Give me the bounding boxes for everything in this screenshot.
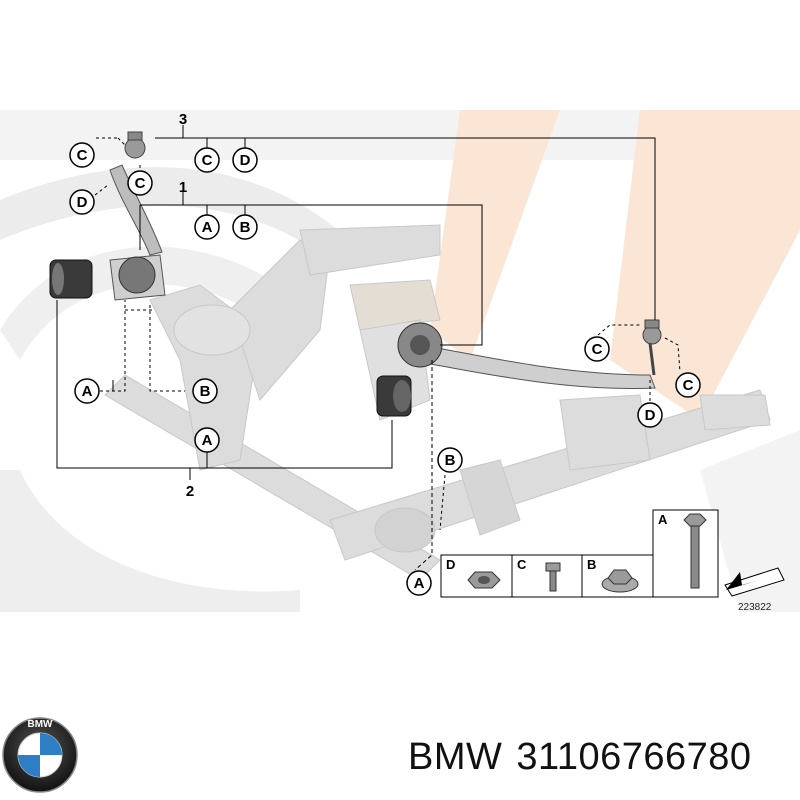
- flange-nut-icon: [601, 569, 639, 593]
- svg-text:BMW: BMW: [28, 719, 54, 730]
- callout-b-left: B: [192, 378, 218, 404]
- legend-label-c: C: [517, 557, 527, 572]
- legend-label-a: A: [658, 512, 668, 527]
- svg-text:C: C: [135, 175, 146, 192]
- callout-d-top: D: [232, 147, 258, 173]
- svg-text:D: D: [77, 194, 88, 211]
- callout-c-right-2: C: [675, 372, 701, 398]
- callout-a-bottom: A: [406, 570, 432, 596]
- reference-number: 223822: [738, 602, 772, 613]
- svg-text:A: A: [202, 432, 213, 449]
- leader-lines: [56, 125, 681, 571]
- part-number-2: 2: [186, 483, 194, 500]
- part-number-1: 1: [179, 179, 187, 196]
- callout-a-left: A: [74, 378, 100, 404]
- legend-label-d: D: [446, 557, 455, 572]
- svg-text:D: D: [645, 407, 656, 424]
- svg-text:C: C: [592, 341, 603, 358]
- front-axle-subframe: [104, 224, 771, 581]
- bushing-center: [376, 375, 412, 417]
- bolt-long-icon: [683, 513, 707, 589]
- legend-label-b: B: [587, 557, 596, 572]
- callout-b-right: B: [437, 447, 463, 473]
- control-arm-right: [397, 319, 662, 389]
- callout-a-part1: A: [194, 214, 220, 240]
- callout-c-top-left-2: C: [127, 170, 153, 196]
- callout-c-top-left-1: C: [69, 142, 95, 168]
- svg-text:B: B: [200, 383, 211, 400]
- svg-text:A: A: [202, 219, 213, 236]
- callout-c-top: C: [194, 147, 220, 173]
- svg-text:C: C: [683, 377, 694, 394]
- bushing-left: [49, 259, 93, 299]
- svg-text:A: A: [414, 575, 425, 592]
- fastener-legend: D C B A 223822: [440, 509, 785, 613]
- brand-caption: BMW 31106766780: [408, 736, 798, 786]
- callout-d-right: D: [637, 402, 663, 428]
- svg-text:A: A: [82, 383, 93, 400]
- svg-text:D: D: [240, 152, 251, 169]
- callout-d-top-left: D: [69, 189, 95, 215]
- svg-text:B: B: [240, 219, 251, 236]
- part-number-3: 3: [179, 111, 187, 128]
- part-number: 31106766780: [516, 736, 752, 778]
- bolt-short-icon: [545, 562, 561, 592]
- callout-c-right-1: C: [584, 336, 610, 362]
- brand-name: BMW: [408, 736, 503, 778]
- callout-a-part2: A: [194, 427, 220, 453]
- svg-text:C: C: [77, 147, 88, 164]
- hex-nut-icon: [467, 571, 501, 589]
- direction-arrow-icon: [724, 567, 785, 597]
- wishbone-upper-left: [109, 131, 166, 301]
- svg-text:C: C: [202, 152, 213, 169]
- svg-text:B: B: [445, 452, 456, 469]
- bmw-logo: BMW: [2, 717, 78, 793]
- callout-b-part1: B: [232, 214, 258, 240]
